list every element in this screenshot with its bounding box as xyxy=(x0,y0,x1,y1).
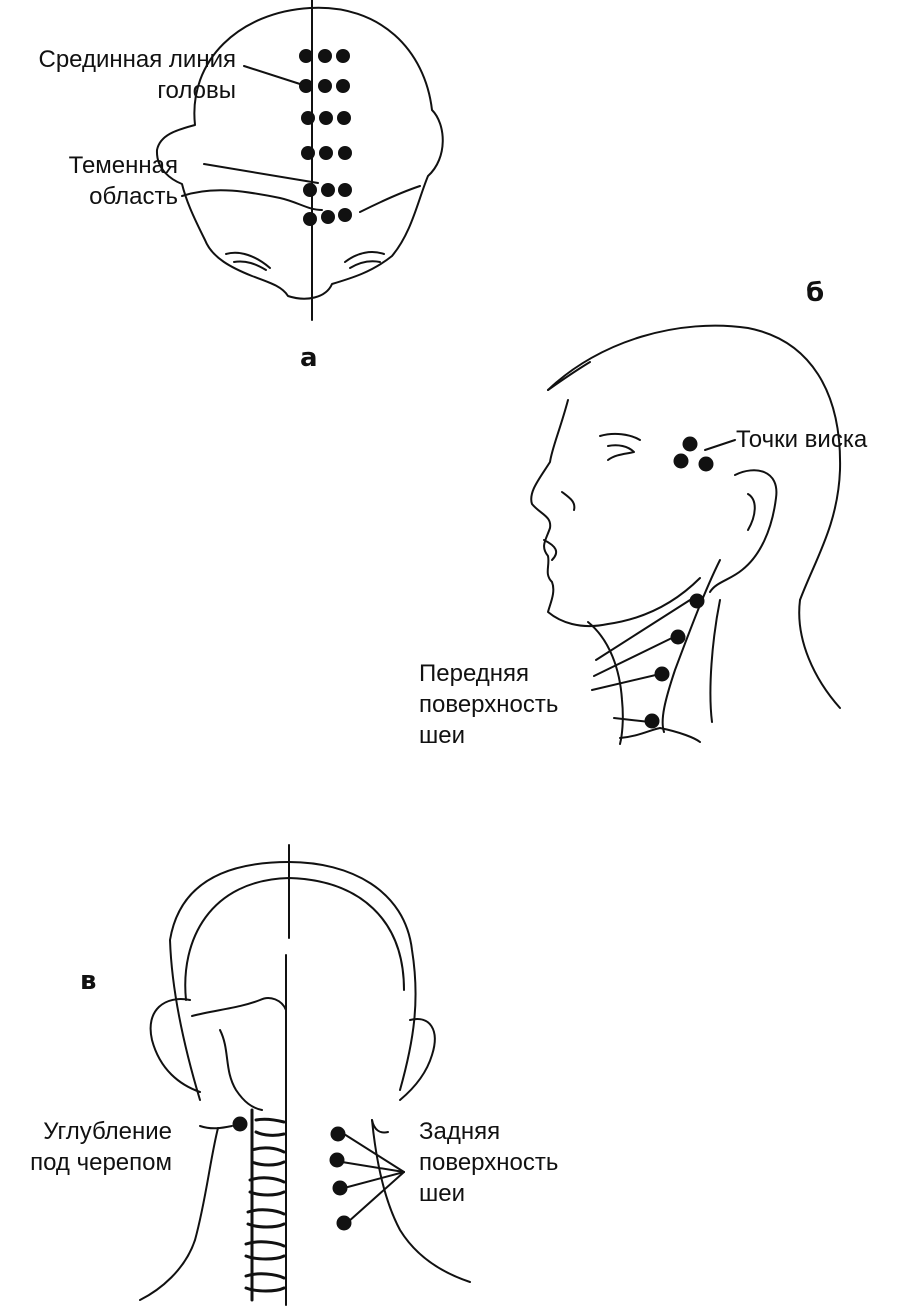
neck-side-b xyxy=(709,599,721,723)
parietal-label: Теменная область xyxy=(68,152,178,210)
face-b xyxy=(530,399,701,628)
lips-b xyxy=(543,539,558,561)
leader-back-3 xyxy=(343,1171,405,1189)
leader-front-3 xyxy=(591,673,661,691)
panel-a-letter: а xyxy=(300,343,318,373)
front-neck-label: Передняя поверхность шеи xyxy=(419,660,559,749)
head-v-outline xyxy=(169,861,417,1101)
eye-b xyxy=(599,432,641,441)
brow-left-a xyxy=(225,251,271,269)
front-neck-b xyxy=(661,559,721,733)
head-v-inner xyxy=(184,877,405,1001)
skull-base-v xyxy=(191,997,287,1017)
neck-notch-right-v xyxy=(371,1119,389,1134)
collar-b xyxy=(619,727,701,743)
leader-front-2 xyxy=(593,635,677,677)
hair-strand-b xyxy=(547,361,591,391)
leader-back-1 xyxy=(343,1133,405,1173)
head-a-outline xyxy=(155,6,444,300)
back-neck-label: Задняя поверхность шеи xyxy=(419,1118,559,1207)
hollow-left-v xyxy=(199,1125,233,1130)
brow-left-a-2 xyxy=(233,260,267,271)
leader-parietal xyxy=(203,163,319,184)
hairline-a xyxy=(181,185,421,213)
leader-back-4 xyxy=(347,1171,405,1223)
panel-v-head-back-view xyxy=(139,844,471,1306)
neck-left-v xyxy=(139,1127,219,1301)
points-a xyxy=(299,49,352,226)
ear-b xyxy=(709,469,778,593)
eye-b-2 xyxy=(607,444,635,461)
throat-b xyxy=(587,621,624,745)
points-v xyxy=(232,1116,352,1231)
panel-a-head-top-view xyxy=(155,0,444,321)
temple-points-label: Точки виска xyxy=(736,426,868,453)
midline-label: Срединная линия головы xyxy=(38,46,237,104)
brow-right-a xyxy=(344,251,385,263)
hollow-under-skull-label: Углубление под черепом xyxy=(30,1118,172,1176)
ear-left-v xyxy=(149,998,201,1093)
skull-b xyxy=(547,324,842,601)
ear-inner-b xyxy=(747,493,756,531)
leader-front-1 xyxy=(595,599,691,661)
nostril-b xyxy=(561,491,576,511)
ear-right-v xyxy=(399,1018,436,1101)
occipital-v xyxy=(219,1029,263,1111)
brow-right-a-2 xyxy=(349,260,381,269)
panel-b-letter: б xyxy=(806,278,825,308)
leader-midline xyxy=(243,65,301,85)
leader-back-2 xyxy=(341,1161,405,1173)
leader-front-4 xyxy=(613,717,651,723)
leader-temple xyxy=(704,439,736,451)
cervical-spine-v xyxy=(244,1108,286,1302)
back-neck-b xyxy=(798,599,841,709)
panel-b-head-profile xyxy=(530,324,842,745)
points-b xyxy=(644,436,714,729)
panel-v-letter: в xyxy=(80,966,97,996)
